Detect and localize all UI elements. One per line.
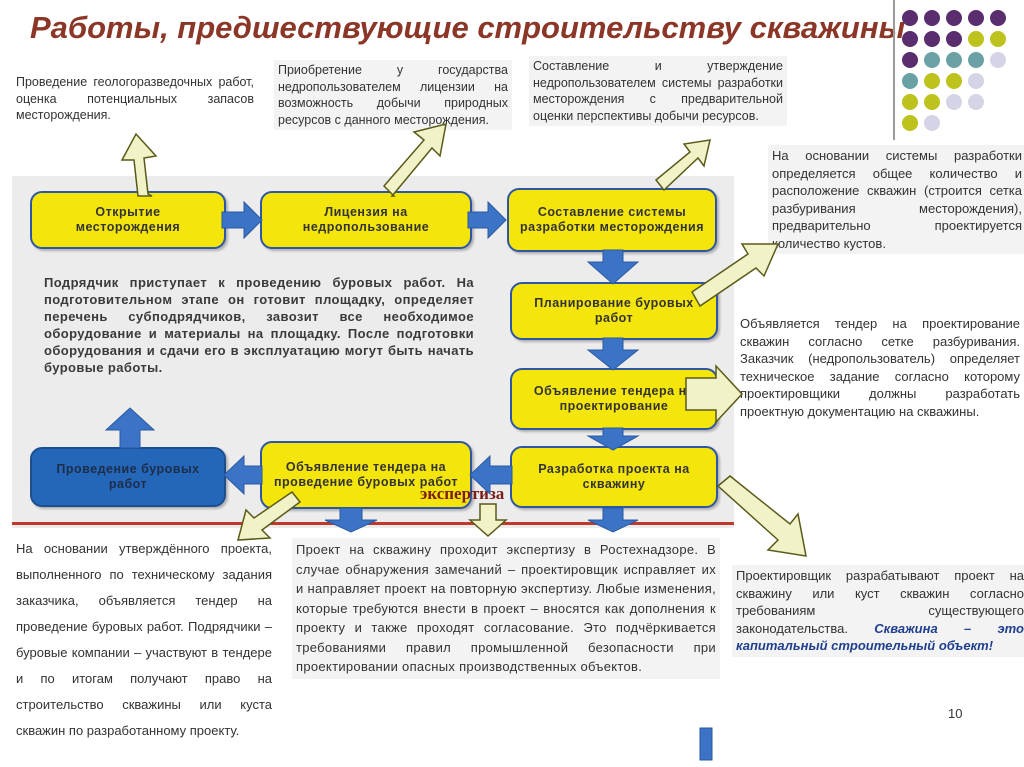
expertise-label: экспертиза	[420, 484, 505, 503]
decor-dot	[924, 94, 940, 110]
decor-dot	[924, 73, 940, 89]
step-tender-design: Объявление тендера на проектирование	[510, 368, 718, 430]
decor-dot	[924, 31, 940, 47]
callout-arrow-tenderdrill	[237, 490, 302, 541]
red-separator	[12, 522, 734, 525]
flow-arrow-project-tenderdrill	[469, 454, 513, 496]
decor-dot	[902, 73, 918, 89]
decor-dot	[902, 10, 918, 26]
decor-dot	[946, 73, 962, 89]
flow-arrow-devsystem-planning	[586, 249, 640, 285]
decor-dot	[968, 73, 984, 89]
flow-arrow-drilling-contractor	[104, 407, 156, 449]
decor-dot	[946, 10, 962, 26]
note-expertise: Проект на скважину проходит экспертизу в…	[292, 538, 720, 679]
decor-dot	[968, 94, 984, 110]
flow-arrow-partial-2	[587, 507, 639, 533]
decor-dot	[990, 31, 1006, 47]
decor-dot	[902, 94, 918, 110]
decor-dot	[946, 31, 962, 47]
callout-arrow-discovery	[120, 132, 158, 197]
flow-arrow-tender-project	[586, 427, 640, 451]
contractor-text: Подрядчик приступает к проведению буровы…	[44, 275, 474, 375]
decor-dot	[902, 52, 918, 68]
decor-dot	[968, 52, 984, 68]
callout-arrow-tender	[685, 364, 744, 424]
decorative-dot-grid	[902, 10, 1006, 131]
note-project-dev-text: Проектировщик разрабатывают проект на ск…	[736, 568, 1024, 636]
flow-arrow-planning-tender	[586, 337, 640, 371]
note-tender-design: Объявляется тендер на проектирование скв…	[740, 316, 1020, 419]
flow-arrow-partial-3	[699, 727, 713, 761]
callout-arrow-license	[382, 122, 447, 197]
note-exploration: Проведение геологоразведочных работ, оце…	[16, 75, 254, 122]
decor-dot	[924, 10, 940, 26]
flow-arrow-discovery-license	[221, 200, 263, 240]
capital-object-emphasis: Скважина – это капитальный строительный …	[736, 620, 1024, 654]
decor-dot	[924, 115, 940, 131]
note-license: Приобретение у государства недропользова…	[274, 60, 512, 130]
decor-dot	[924, 52, 940, 68]
decor-dot	[946, 52, 962, 68]
page-title: Работы, предшествующие строительству скв…	[30, 10, 906, 45]
flow-arrow-partial-1	[324, 507, 378, 533]
decor-dot	[902, 31, 918, 47]
page-number: 10	[948, 706, 963, 721]
note-tender-drilling: На основании утверждённого проекта, выпо…	[16, 541, 272, 738]
decor-dot	[968, 31, 984, 47]
flow-arrow-license-devsystem	[467, 200, 507, 240]
decor-dot	[990, 52, 1006, 68]
step-dev-system: Составление системы разработки месторожд…	[507, 188, 717, 252]
divider-line	[893, 0, 895, 140]
note-dev-system: Составление и утверждение недропользоват…	[529, 56, 787, 126]
callout-arrow-devsystem	[654, 139, 711, 192]
note-project-dev: Проектировщик разрабатывают проект на ск…	[732, 565, 1024, 657]
decor-dot	[990, 10, 1006, 26]
note-well-grid: На основании системы разработки определя…	[768, 145, 1024, 254]
step-project-dev: Разработка проекта на скважину	[510, 446, 718, 508]
step-license: Лицензия на недропользование	[260, 191, 472, 249]
callout-arrow-expertise	[468, 503, 508, 538]
callout-arrow-project	[716, 475, 807, 557]
decor-dot	[902, 115, 918, 131]
flow-arrow-tenderdrill-drilling	[223, 454, 263, 496]
decor-dot	[946, 94, 962, 110]
step-discovery: Открытие месторождения	[30, 191, 226, 249]
callout-arrow-planning	[691, 243, 780, 308]
decor-dot	[968, 10, 984, 26]
step-drilling: Проведение буровых работ	[30, 447, 226, 507]
